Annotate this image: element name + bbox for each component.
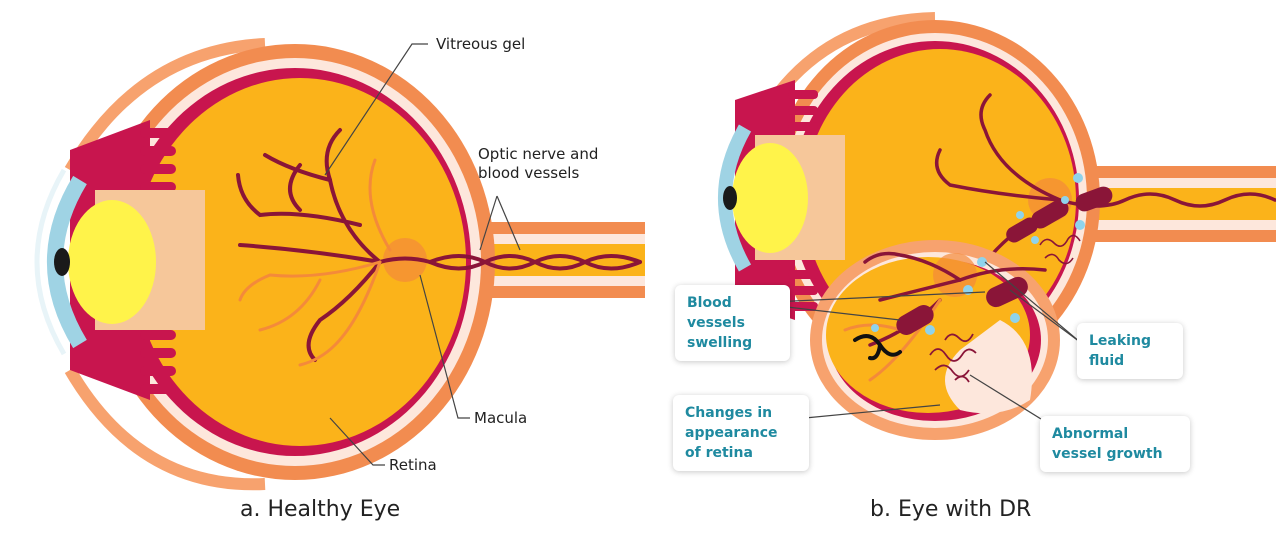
healthy-eye: Vitreous gel Optic nerve and blood vesse…: [37, 35, 645, 484]
dr-eye: [723, 18, 1276, 440]
caption-eye-with-dr: b. Eye with DR: [870, 497, 1031, 522]
dr-lens: [732, 143, 808, 253]
pupil: [54, 248, 70, 276]
label-retina: Retina: [389, 456, 437, 474]
caption-healthy-eye: a. Healthy Eye: [240, 497, 400, 522]
callout-changes-retina: Changes in appearance of retina: [673, 395, 809, 471]
label-vitreous-gel: Vitreous gel: [436, 35, 525, 53]
callout-leaking-fluid: Leaking fluid: [1077, 323, 1183, 379]
label-optic-nerve-line2: blood vessels: [478, 164, 579, 182]
label-optic-nerve-line1: Optic nerve and: [478, 145, 598, 163]
callout-blood-vessels-swelling: Blood vessels swelling: [675, 285, 790, 361]
lens: [68, 200, 156, 324]
callout-abnormal-vessel-growth: Abnormal vessel growth: [1040, 416, 1190, 472]
label-macula: Macula: [474, 409, 527, 427]
